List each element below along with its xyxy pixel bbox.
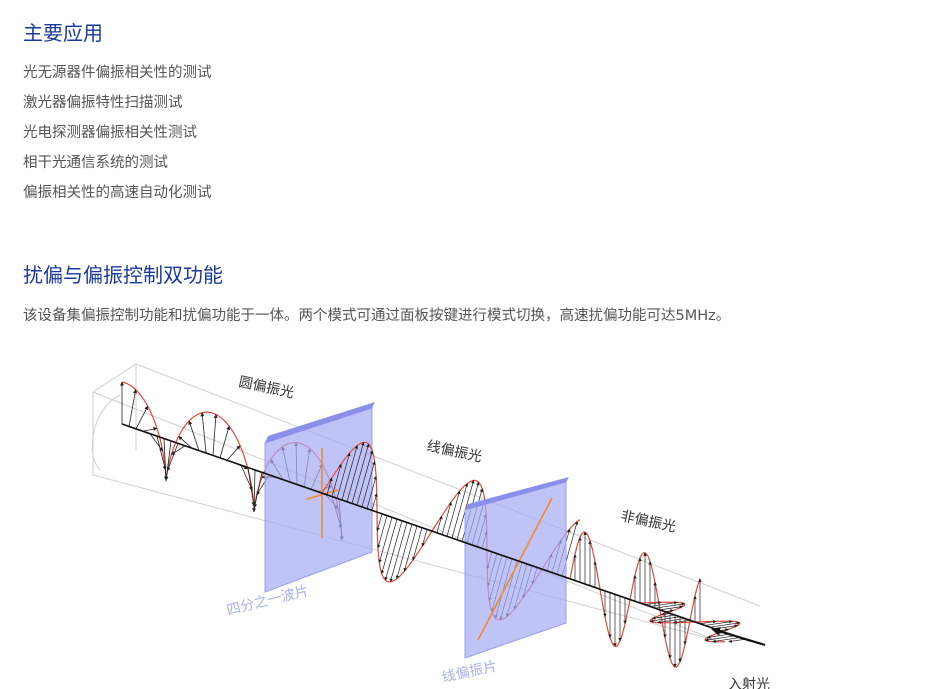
section-title-applications: 主要应用: [23, 21, 103, 45]
list-item: 激光器偏振特性扫描测试: [23, 95, 183, 111]
list-item: 偏振相关性的高速自动化测试: [23, 185, 212, 201]
beam-box-frame: [91, 363, 761, 641]
quarter-wave-plate: [264, 402, 375, 593]
list-item: 相干光通信系统的测试: [23, 155, 168, 171]
applications-list: 光无源器件偏振相关性的测试 激光器偏振特性扫描测试 光电探测器偏振相关性测试 相…: [23, 62, 212, 212]
label-linear-polarized: 线偏振光: [425, 438, 483, 465]
list-item: 光电探测器偏振相关性测试: [23, 125, 197, 141]
polarization-diagram: 圆偏振光 线偏振光 非偏振光 四分之一波片 线偏振片 入射光: [91, 363, 770, 689]
label-circular-polarized: 圆偏振光: [237, 374, 295, 401]
linear-polarizer: [464, 477, 569, 659]
label-linear-polarizer: 线偏振片: [441, 659, 499, 686]
incident-arrow: [711, 627, 766, 647]
unpolarized-wave: [569, 531, 746, 668]
list-item: 光无源器件偏振相关性的测试: [23, 65, 212, 81]
dual-function-description: 该设备集偏振控制功能和扰偏功能于一体。两个模式可通过面板按键进行模式切换，高速扰…: [23, 308, 731, 324]
label-unpolarized: 非偏振光: [619, 508, 677, 535]
label-incident-light: 入射光: [728, 677, 770, 689]
section-title-dual-function: 扰偏与偏振控制双功能: [23, 263, 223, 287]
propagation-axis: [121, 423, 751, 642]
